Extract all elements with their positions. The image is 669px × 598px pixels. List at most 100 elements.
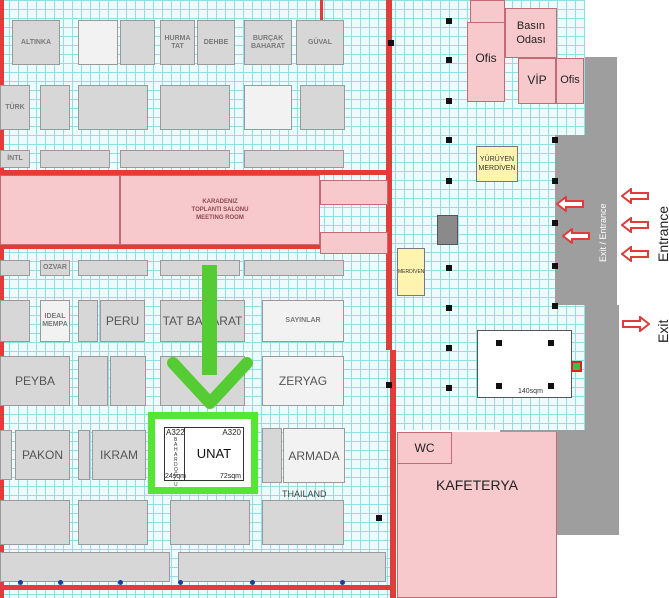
room-vip-label: VİP [527,73,547,87]
unat-booth[interactable]: A322 A320 BAHARDOĞLU UNAT 24sqm 72sqm [164,427,244,488]
hall-140: 140sqm [477,330,572,398]
room-basin: Basın Odası [505,8,557,58]
pillar [446,305,452,311]
booth-label: ARMADA [288,448,340,463]
booth-r6 [170,500,250,545]
unat-highlight-frame: A322 A320 BAHARDOĞLU UNAT 24sqm 72sqm [148,412,258,494]
pillar [386,382,392,388]
meeting-room-band-right [320,180,388,205]
booth-label: TÜRK [5,103,25,111]
room-ofis-right-label: Ofis [560,74,580,86]
booth-strip [40,150,110,168]
arrow-left-icon [621,217,649,233]
booth-row2: TÜRK [0,85,30,130]
stairs-label: MERDİVEN [398,269,425,275]
booth-r5 [78,430,90,480]
booth-strip: İNTL [0,150,30,168]
meeting-room-line1: KARADENIZ [202,199,238,205]
booth-label: BURÇAK BAHARAT [250,34,286,50]
booth-top [78,20,118,65]
pillar [552,263,558,269]
booth-label: PAKON [21,448,64,462]
booth-mid [0,260,30,276]
unat-left-code: A322 [166,428,185,437]
pillar-dot [340,580,345,585]
meeting-room-band-left [0,175,120,245]
booth-top: GÜVAL [296,20,344,65]
booth-r6 [78,500,148,545]
booth-r6 [262,500,344,545]
wall-horizontal-mid [0,245,390,249]
pillar-dot [18,580,23,585]
pointer-arrow-icon [167,265,253,409]
room-wc-box: WC [397,432,452,464]
pillar [548,383,554,389]
room-wc-label-2: WC [414,441,435,455]
booth-armada: ARMADA [283,428,345,483]
pillar [552,303,558,309]
exit-entrance-vertical-label: Exit / Entrance [598,203,608,262]
room-vip: VİP [518,58,556,104]
booth-strip [244,150,344,168]
room-kafeterya-label: KAFETERYA [436,477,518,493]
meeting-room: KARADENIZ TOPLANTI SALONU MEETING ROOM [120,175,320,245]
pillar [446,178,452,184]
unat-name: UNAT [196,446,232,461]
booth-r5 [262,428,282,483]
gray-block [437,215,458,245]
pillar [388,40,394,46]
pillar [496,383,502,389]
unat-vertical-label: BAHARDOĞLU [174,437,178,488]
wall-bottom [0,585,396,590]
booth-r3: SAYINLAR [262,300,344,342]
wall-left-edge [0,0,4,598]
booth-r7 [178,552,386,582]
pillar [446,18,452,24]
booth-zeryag: ZERYAG [262,356,344,406]
green-exit-marker [571,361,582,372]
unat-right-area: 72sqm [219,473,241,480]
booth-top: BURÇAK BAHARAT [244,20,292,65]
thailand-label: THAILAND [282,489,327,499]
booth-top: ALTINKA [12,20,60,65]
pillar [552,220,558,226]
hall-140-label: 140sqm [518,388,543,395]
pillar [446,98,452,104]
arrow-left-icon [556,196,584,212]
booth-label: HURMA TAT [164,34,191,50]
booth-row2 [78,85,148,130]
booth-label: SAYINLAR [285,317,321,324]
booth-label: OZVAR [43,264,67,271]
room-ofis-left-label: Ofis [475,51,497,65]
booth-row2 [300,85,345,130]
booth-top: DEHBE [197,20,235,65]
corridor-gray-bottom [585,305,619,535]
pillar [496,340,502,346]
booth-row2 [244,85,292,130]
booth-r4 [78,356,108,406]
wall-vertical-left-lower [390,350,396,598]
booth-r3 [0,300,30,342]
pillar [446,137,452,143]
pillar-dot [178,580,183,585]
pillar-dot [118,580,123,585]
arrow-left-icon [621,246,649,262]
booth-label: PERU [105,314,140,328]
meeting-room-line3: MEETING ROOM [196,215,244,221]
wall-vertical-left [386,0,392,350]
escalator-label: YÜRÜYEN MERDİVEN [478,156,516,172]
room-ofis-right: Ofis [556,58,584,104]
booth-label: IDEAL MEMPA [42,313,68,328]
booth-row2 [40,85,70,130]
booth-r3 [78,300,98,342]
booth-r5 [0,430,12,480]
booth-mid [160,260,240,276]
stairs: MERDİVEN [397,248,425,296]
pillar [376,515,382,521]
booth-label: ZERYAG [278,374,328,388]
unat-right-code: A320 [222,428,241,437]
unat-small-booth [165,428,185,480]
booth-top [120,20,155,65]
unat-left-area: 24sqm [165,473,187,480]
booth-mid [244,260,344,276]
